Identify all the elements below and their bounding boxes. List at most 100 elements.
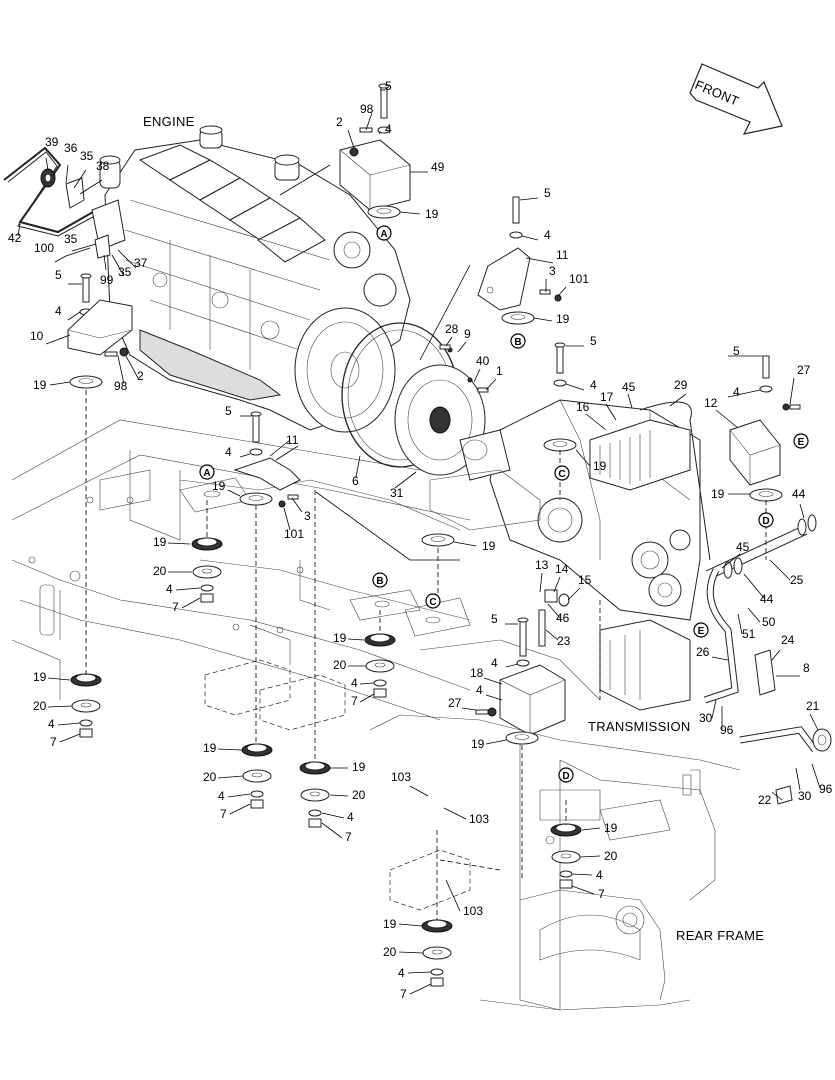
- lower-left-mount: [233, 342, 577, 547]
- callout-36: 36: [64, 141, 78, 155]
- callout-51: 51: [742, 627, 756, 641]
- callout-4: 4: [491, 656, 498, 670]
- callout-4: 4: [48, 717, 55, 731]
- callout-30: 30: [798, 789, 812, 803]
- callout-17: 17: [600, 390, 614, 404]
- callout-101: 101: [284, 527, 304, 541]
- ref-marker-c-frame: C: [425, 593, 441, 609]
- stack-6: [550, 823, 582, 889]
- callout-4: 4: [590, 378, 597, 392]
- belt-assembly: [3, 146, 126, 259]
- callout-18: 18: [470, 666, 484, 680]
- callout-19: 19: [556, 312, 570, 326]
- callout-49: 49: [431, 160, 445, 174]
- callout-96: 96: [720, 723, 734, 737]
- trans-right-mount: [729, 355, 801, 502]
- callout-23: 23: [557, 634, 571, 648]
- callout-14: 14: [555, 562, 569, 576]
- callout-5: 5: [225, 404, 232, 418]
- callout-19: 19: [604, 821, 618, 835]
- transmission-label: TRANSMISSION: [588, 719, 691, 734]
- callout-35: 35: [80, 149, 94, 163]
- ref-marker-b-frame: B: [372, 572, 388, 588]
- callout-20: 20: [153, 564, 167, 578]
- callout-30: 30: [699, 711, 713, 725]
- callout-35: 35: [64, 232, 78, 246]
- ref-marker-e-hose: E: [693, 622, 709, 638]
- callout-7: 7: [351, 694, 358, 708]
- callout-27: 27: [448, 696, 462, 710]
- front-left-mount: [67, 273, 133, 389]
- ref-marker-a-top: A: [376, 225, 392, 241]
- callout-20: 20: [604, 849, 618, 863]
- callout-5: 5: [544, 186, 551, 200]
- callout-38: 38: [96, 159, 110, 173]
- svg-text:B: B: [514, 337, 521, 348]
- trans-center-mount: [475, 589, 570, 745]
- callout-7: 7: [400, 987, 407, 1001]
- callout-4: 4: [733, 385, 740, 399]
- callout-19: 19: [425, 207, 439, 221]
- ref-marker-e-top: E: [793, 433, 809, 449]
- callout-50: 50: [762, 615, 776, 629]
- callout-46: 46: [556, 611, 570, 625]
- flywheel-assembly: [341, 322, 489, 476]
- engine: [99, 125, 411, 433]
- upper-right-mount: [477, 196, 562, 325]
- callout-2: 2: [137, 369, 144, 383]
- stack-7: [421, 919, 453, 987]
- callout-44: 44: [760, 592, 774, 606]
- callout-4: 4: [225, 445, 232, 459]
- svg-text:E: E: [698, 626, 705, 637]
- callout-13: 13: [535, 558, 549, 572]
- hose-assembly: [639, 401, 832, 805]
- engine-label: ENGINE: [143, 114, 195, 129]
- callout-5: 5: [385, 79, 392, 93]
- callout-98: 98: [360, 102, 374, 116]
- callout-4: 4: [476, 683, 483, 697]
- callout-1: 1: [496, 364, 503, 378]
- callout-45: 45: [622, 380, 636, 394]
- callout-28: 28: [445, 322, 459, 336]
- stack-2: [364, 633, 396, 698]
- callout-5: 5: [590, 334, 597, 348]
- callout-12: 12: [704, 396, 718, 410]
- callout-101: 101: [569, 272, 589, 286]
- callout-22: 22: [758, 793, 772, 807]
- reference-markers: A B C D E A B C D E: [199, 225, 809, 783]
- callout-27: 27: [797, 363, 811, 377]
- callout-4: 4: [596, 868, 603, 882]
- callout-4: 4: [385, 122, 392, 136]
- callout-19: 19: [383, 917, 397, 931]
- callout-15: 15: [578, 573, 592, 587]
- svg-text:E: E: [798, 437, 805, 448]
- stack-3: [70, 673, 102, 738]
- svg-text:B: B: [376, 576, 383, 587]
- callout-5: 5: [733, 344, 740, 358]
- callout-3: 3: [304, 509, 311, 523]
- svg-text:C: C: [429, 597, 436, 608]
- callout-96: 96: [819, 782, 833, 796]
- callout-8: 8: [803, 661, 810, 675]
- callout-29: 29: [674, 378, 688, 392]
- callout-11: 11: [286, 433, 299, 447]
- rear-frame-label: REAR FRAME: [676, 928, 764, 943]
- callout-40: 40: [476, 354, 490, 368]
- callout-100: 100: [34, 241, 54, 255]
- callout-20: 20: [352, 788, 366, 802]
- svg-text:C: C: [558, 469, 565, 480]
- callout-20: 20: [203, 770, 217, 784]
- callout-4: 4: [347, 810, 354, 824]
- callout-19: 19: [471, 737, 485, 751]
- alignment-lines: [85, 390, 767, 920]
- isolator-stacks: [70, 537, 582, 987]
- callout-19: 19: [33, 378, 47, 392]
- callout-16: 16: [576, 400, 590, 414]
- callout-2: 2: [336, 115, 343, 129]
- svg-text:D: D: [562, 771, 569, 782]
- callout-9: 9: [464, 327, 471, 341]
- callout-20: 20: [333, 658, 347, 672]
- callout-19: 19: [203, 741, 217, 755]
